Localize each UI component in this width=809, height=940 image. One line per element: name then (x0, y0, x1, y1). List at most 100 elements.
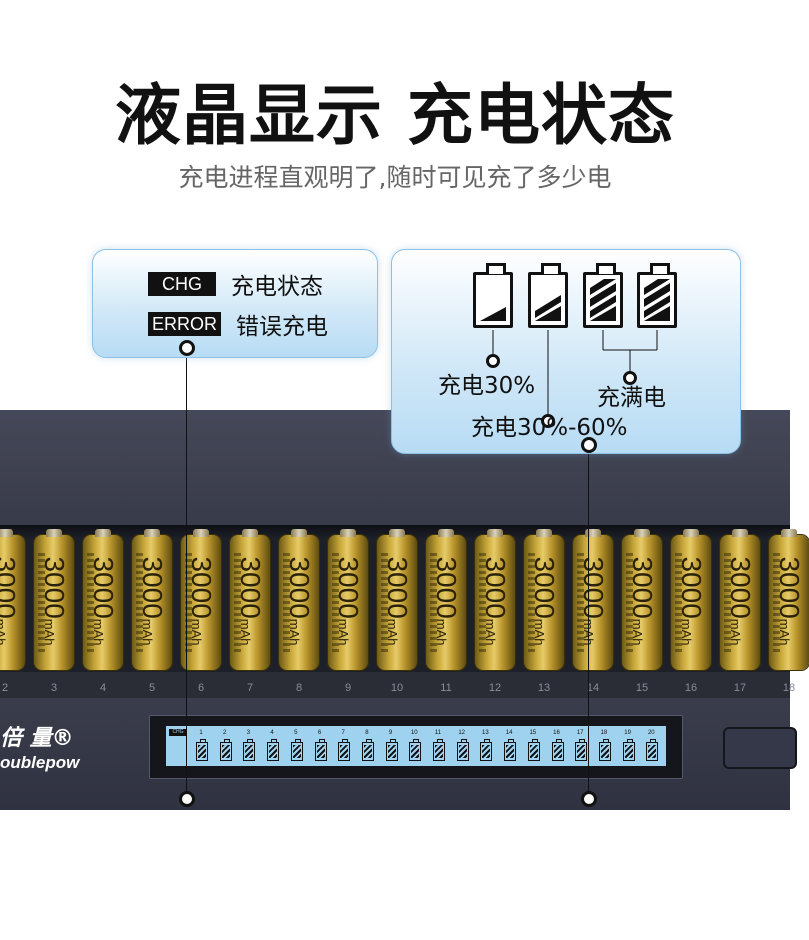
lcd-battery-icon (646, 739, 659, 761)
lcd-battery-icon (456, 739, 469, 761)
battery-capacity-label: 3000mAh (284, 556, 315, 646)
leader-line-status (186, 352, 187, 798)
leader-line-levels (588, 448, 589, 798)
battery-cell: 3000mAh (377, 529, 417, 670)
slot-number: 11 (440, 682, 452, 694)
battery-full-icon (583, 263, 623, 328)
slot-number: 13 (537, 682, 551, 694)
marker-30 (486, 354, 500, 368)
lcd-battery-icon (338, 739, 351, 761)
lcd-channel-number: 18 (600, 730, 608, 736)
lcd-channel: 15 (525, 730, 541, 764)
lcd-channel: 18 (596, 730, 612, 764)
battery-cell: 3000mAh (524, 529, 564, 670)
lcd-channel: 16 (549, 730, 565, 764)
page-title: 液晶显示 充电状态 (115, 77, 675, 154)
lcd-channel-number: 6 (317, 730, 322, 736)
power-button[interactable] (723, 727, 797, 769)
marker-30-60 (541, 414, 555, 428)
battery-cell: 3000mAh (230, 529, 270, 670)
battery-30-icon (473, 263, 513, 328)
error-description: 错误充电 (236, 314, 329, 340)
chg-tag: CHG (148, 272, 216, 296)
lcd-battery-icon (290, 739, 303, 761)
lcd-chg-indicator: CHG (169, 729, 187, 736)
lcd-channel: 2 (217, 730, 233, 764)
battery-cell: 3000mAh (34, 529, 74, 670)
lcd-channel-number: 5 (294, 730, 298, 736)
lcd-channel: 17 (572, 730, 588, 764)
lcd-channel-number: 2 (223, 730, 227, 736)
lcd-channel: 10 (406, 730, 422, 764)
brand-logo-en: oublepow (0, 753, 80, 772)
slot-number: 14 (586, 682, 600, 694)
battery-cell: 3000mAh (769, 529, 809, 670)
lcd-channel: 1 (193, 730, 209, 764)
slot-number: 10 (390, 682, 404, 694)
battery-capacity-label: 3000mAh (235, 556, 266, 646)
battery-capacity-label: 3000mAh (529, 556, 560, 646)
slot-number: 2 (1, 682, 9, 694)
status-legend-callout: CHG 充电状态 ERROR 错误充电 (92, 249, 378, 358)
lcd-channel-number: 4 (270, 730, 274, 736)
lcd-channel-number: 14 (505, 730, 513, 736)
lcd-channel: 9 (383, 730, 399, 764)
lcd-channel: 20 (643, 730, 659, 764)
lcd-channel-number: 11 (434, 730, 442, 736)
lcd-battery-icon (598, 739, 611, 761)
lcd-battery-icon (622, 739, 635, 761)
charge-level-callout: 充电30% 充满电 充电30%-60% (391, 249, 741, 454)
lcd-battery-icon (219, 739, 232, 761)
lcd-channel-number: 9 (388, 730, 393, 736)
lcd-channel-number: 17 (576, 730, 584, 736)
battery-cell: 3000mAh (83, 529, 123, 670)
battery-cell: 3000mAh (0, 529, 25, 670)
lcd-battery-icon (551, 739, 564, 761)
lcd-channel-number: 16 (553, 730, 560, 736)
battery-full-icon-2 (637, 263, 677, 328)
lcd-channel-number: 13 (482, 730, 489, 736)
brand-logo-cn: 倍 量® (0, 726, 74, 751)
label-charge-full: 充满电 (597, 385, 666, 411)
battery-capacity-label: 3000mAh (676, 556, 707, 646)
battery-cell: 3000mAh (671, 529, 711, 670)
lcd-channel-number: 10 (410, 730, 418, 736)
battery-capacity-label: 3000mAh (480, 556, 511, 646)
battery-cell: 3000mAh (720, 529, 760, 670)
battery-cell: 3000mAh (426, 529, 466, 670)
lcd-anchor-left (179, 791, 195, 807)
lcd-channel-number: 7 (341, 730, 345, 736)
battery-cell: 3000mAh (573, 529, 613, 670)
lcd-channel-number: 20 (647, 730, 655, 736)
lcd-battery-icon (196, 739, 208, 761)
callout-anchor-levels (581, 437, 597, 453)
lcd-channel: 12 (454, 730, 470, 764)
lcd-battery-icon (409, 739, 422, 761)
battery-capacity-label: 3000mAh (39, 556, 70, 646)
battery-capacity-label: 3000mAh (774, 556, 805, 646)
callout-connectors (492, 330, 658, 418)
slot-number: 16 (684, 682, 698, 694)
lcd-channel: 7 (335, 730, 351, 764)
battery-cell: 3000mAh (328, 529, 368, 670)
lcd-battery-icon (267, 739, 280, 761)
battery-cell: 3000mAh (181, 529, 221, 670)
slot-number: 8 (295, 682, 303, 694)
lcd-channel: 6 (312, 730, 328, 764)
charger-device: 3000mAh 2 3000mAh 3 3000mAh 4 3000mAh 5 3000mAh 6… (0, 410, 809, 810)
lcd-channel-number: 12 (458, 730, 466, 736)
slot-number-strip (0, 672, 790, 698)
label-charge-30: 充电30% (438, 373, 536, 399)
battery-capacity-label: 3000mAh (88, 556, 119, 646)
slot-number: 3 (50, 682, 58, 694)
lcd-channel: 13 (477, 730, 493, 764)
lcd-channel-number: 1 (199, 730, 203, 736)
battery-capacity-label: 3000mAh (431, 556, 462, 646)
slot-number: 18 (782, 682, 796, 694)
lcd-battery-icon (361, 739, 374, 761)
lcd-channel-number: 19 (624, 730, 631, 736)
slot-number: 15 (635, 682, 649, 694)
label-charge-30-60: 充电30%-60% (471, 415, 628, 441)
slot-number: 17 (733, 682, 747, 694)
